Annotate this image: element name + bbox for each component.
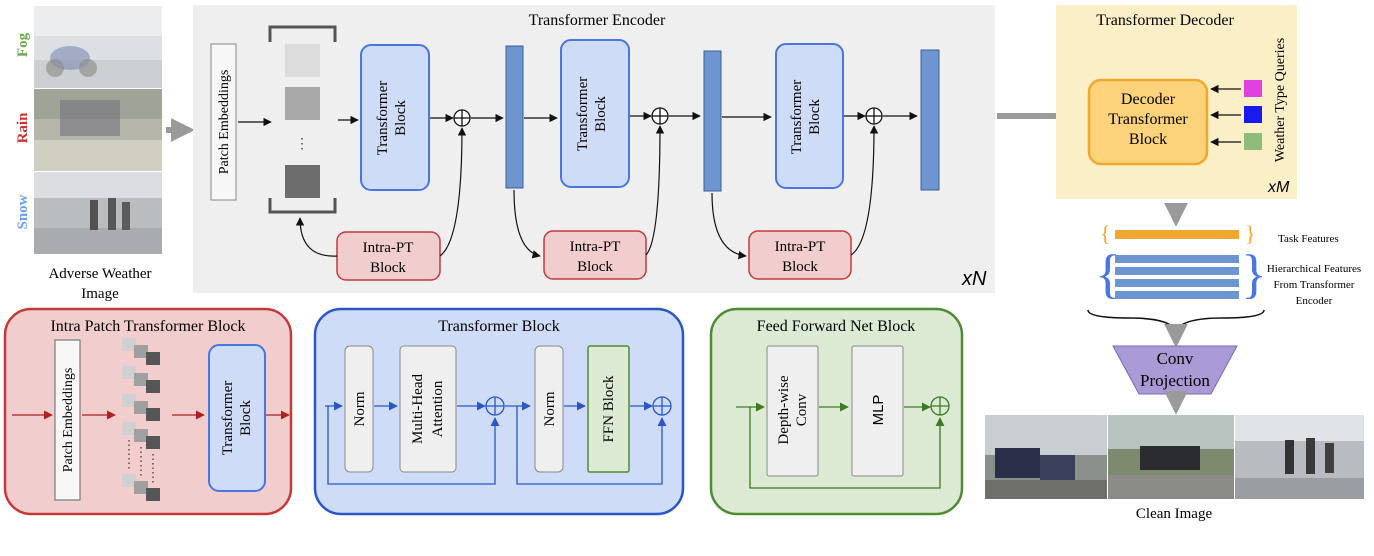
feed-forward-net-block: Feed Forward Net Block Depth-wise Conv M… — [709, 307, 964, 516]
transformer-decoder: Transformer Decoder Decoder Transformer … — [1056, 5, 1297, 199]
transformer-encoder: Transformer Encoder Patch Embeddings ⋮ T… — [193, 5, 995, 293]
hier-bar-3 — [1115, 279, 1239, 287]
encoder-transformer-block-1 — [360, 44, 430, 191]
input-caption-line2: Image — [81, 286, 119, 302]
weather-query-3 — [1244, 133, 1262, 150]
t-block-norm-2-label: Norm — [542, 391, 558, 426]
intra-pt-2-label-1: Intra-PT — [570, 239, 621, 255]
encoder-tb1-label-2: Block — [393, 100, 409, 136]
intra-pt-2-label-2: Block — [577, 259, 613, 275]
weather-query-1 — [1244, 80, 1262, 97]
intra-pt-1-label-2: Block — [370, 260, 406, 276]
intra-pt-3-label-1: Intra-PT — [775, 239, 826, 255]
ffn-dwconv-label-2: Conv — [794, 393, 810, 426]
t-block-norm-2 — [534, 345, 564, 473]
intra-pt-3-label-2: Block — [782, 259, 818, 275]
encoder-feature-bar-1 — [505, 45, 524, 189]
svg-text:{: { — [1100, 221, 1111, 246]
encoder-tb2-label-1: Transformer — [575, 77, 591, 151]
ffn-mlp-label: MLP — [870, 395, 887, 426]
ffn-mlp — [851, 345, 904, 477]
task-feature-bar — [1115, 230, 1239, 239]
intra-tb-label-1: Transformer — [220, 381, 236, 455]
svg-text:}: } — [1241, 244, 1267, 304]
encoder-tb3-label-2: Block — [807, 99, 823, 135]
t-block-ffn — [587, 345, 630, 473]
t-block-norm-1 — [344, 345, 374, 473]
ffn-add — [930, 396, 950, 416]
t-block-mha — [399, 345, 457, 473]
encoder-add-3 — [865, 107, 883, 125]
hier-bar-2 — [1115, 267, 1239, 275]
weather-queries-label: Weather Type Queries — [1273, 38, 1288, 162]
encoder-title: Transformer Encoder — [529, 12, 666, 29]
t-block-norm-1-label: Norm — [352, 391, 368, 426]
ffn-block-title: Feed Forward Net Block — [757, 318, 916, 335]
encoder-repeat-xN: xN — [961, 268, 987, 290]
fog-label: Fog — [15, 32, 31, 57]
encoder-add-2 — [651, 107, 669, 125]
intra-pt-1-label-1: Intra-PT — [363, 240, 414, 256]
encoder-feature-bar-3 — [920, 49, 940, 191]
ffn-block-background — [709, 307, 964, 516]
task-features-label: Task Features — [1278, 233, 1339, 245]
weather-query-2 — [1244, 106, 1262, 123]
encoder-patch-embeddings — [210, 43, 237, 201]
conv-projection: Conv Projection — [1112, 345, 1238, 395]
encoder-add-1 — [453, 109, 471, 127]
encoder-tb2-label-2: Block — [593, 96, 609, 132]
svg-text:⋮: ⋮ — [295, 137, 309, 152]
decoder-transformer-block — [1087, 78, 1209, 166]
input-caption-line1: Adverse Weather — [48, 266, 151, 282]
t-block-ffn-label: FFN Block — [601, 375, 617, 443]
svg-text:}: } — [1245, 221, 1256, 246]
ffn-depthwise-conv — [766, 345, 819, 477]
t-block-mha-label-2: Attention — [430, 380, 446, 437]
decoder-block-label-1: Decoder — [1121, 91, 1176, 108]
decoder-repeat-xM: xM — [1267, 179, 1290, 196]
rain-label: Rain — [15, 112, 31, 144]
features: { } Task Features { } Hierarchical Featu… — [1087, 221, 1361, 332]
hier-features-label-3: Encoder — [1296, 295, 1333, 307]
encoder-transformer-block-2 — [560, 39, 630, 188]
intra-patch-embeddings — [54, 339, 81, 501]
intra-transformer-block — [208, 344, 266, 492]
conv-label-1: Conv — [1157, 349, 1194, 368]
encoder-feature-bar-2 — [703, 50, 722, 192]
encoder-patch-embeddings-label: Patch Embeddings — [217, 70, 232, 175]
rain-image — [34, 89, 162, 171]
patch-stack: ⋮ — [268, 25, 337, 214]
intra-tb-label-2: Block — [238, 400, 254, 436]
input-images: Fog Rain Snow Adverse We — [15, 6, 162, 302]
intra-patch-grid — [122, 338, 160, 501]
t-block-add-1 — [485, 396, 505, 416]
fog-image — [34, 6, 162, 88]
t-block-mha-label-1: Multi-Head — [410, 374, 426, 444]
hier-bar-1 — [1115, 255, 1239, 263]
intra-block-title: Intra Patch Transformer Block — [50, 318, 245, 335]
encoder-transformer-block-3 — [775, 43, 844, 189]
encoder-tb1-label-1: Transformer — [375, 81, 391, 155]
intra-patch-embeddings-label: Patch Embeddings — [61, 368, 76, 473]
conv-label-2: Projection — [1140, 371, 1210, 390]
hier-features-label-2: From Transformer — [1274, 279, 1355, 291]
clean-images: Clean Image — [985, 415, 1364, 522]
encoder-tb3-label-1: Transformer — [789, 80, 805, 154]
t-block-title: Transformer Block — [438, 318, 560, 335]
snow-image — [34, 172, 162, 254]
transformer-block-detail: Transformer Block Norm Multi-Head Attent… — [313, 307, 685, 516]
t-block-add-2 — [652, 396, 672, 416]
ffn-dwconv-label-1: Depth-wise — [776, 375, 792, 444]
decoder-title: Transformer Decoder — [1096, 12, 1234, 29]
hier-features-label-1: Hierarchical Features — [1267, 263, 1361, 275]
decoder-block-label-3: Block — [1129, 131, 1167, 148]
intra-patch-transformer-block: Intra Patch Transformer Block Patch Embe… — [3, 307, 293, 516]
clean-image-caption: Clean Image — [1136, 506, 1213, 522]
snow-label: Snow — [15, 194, 31, 229]
decoder-block-label-2: Transformer — [1108, 111, 1188, 128]
hier-bar-4 — [1115, 291, 1239, 299]
